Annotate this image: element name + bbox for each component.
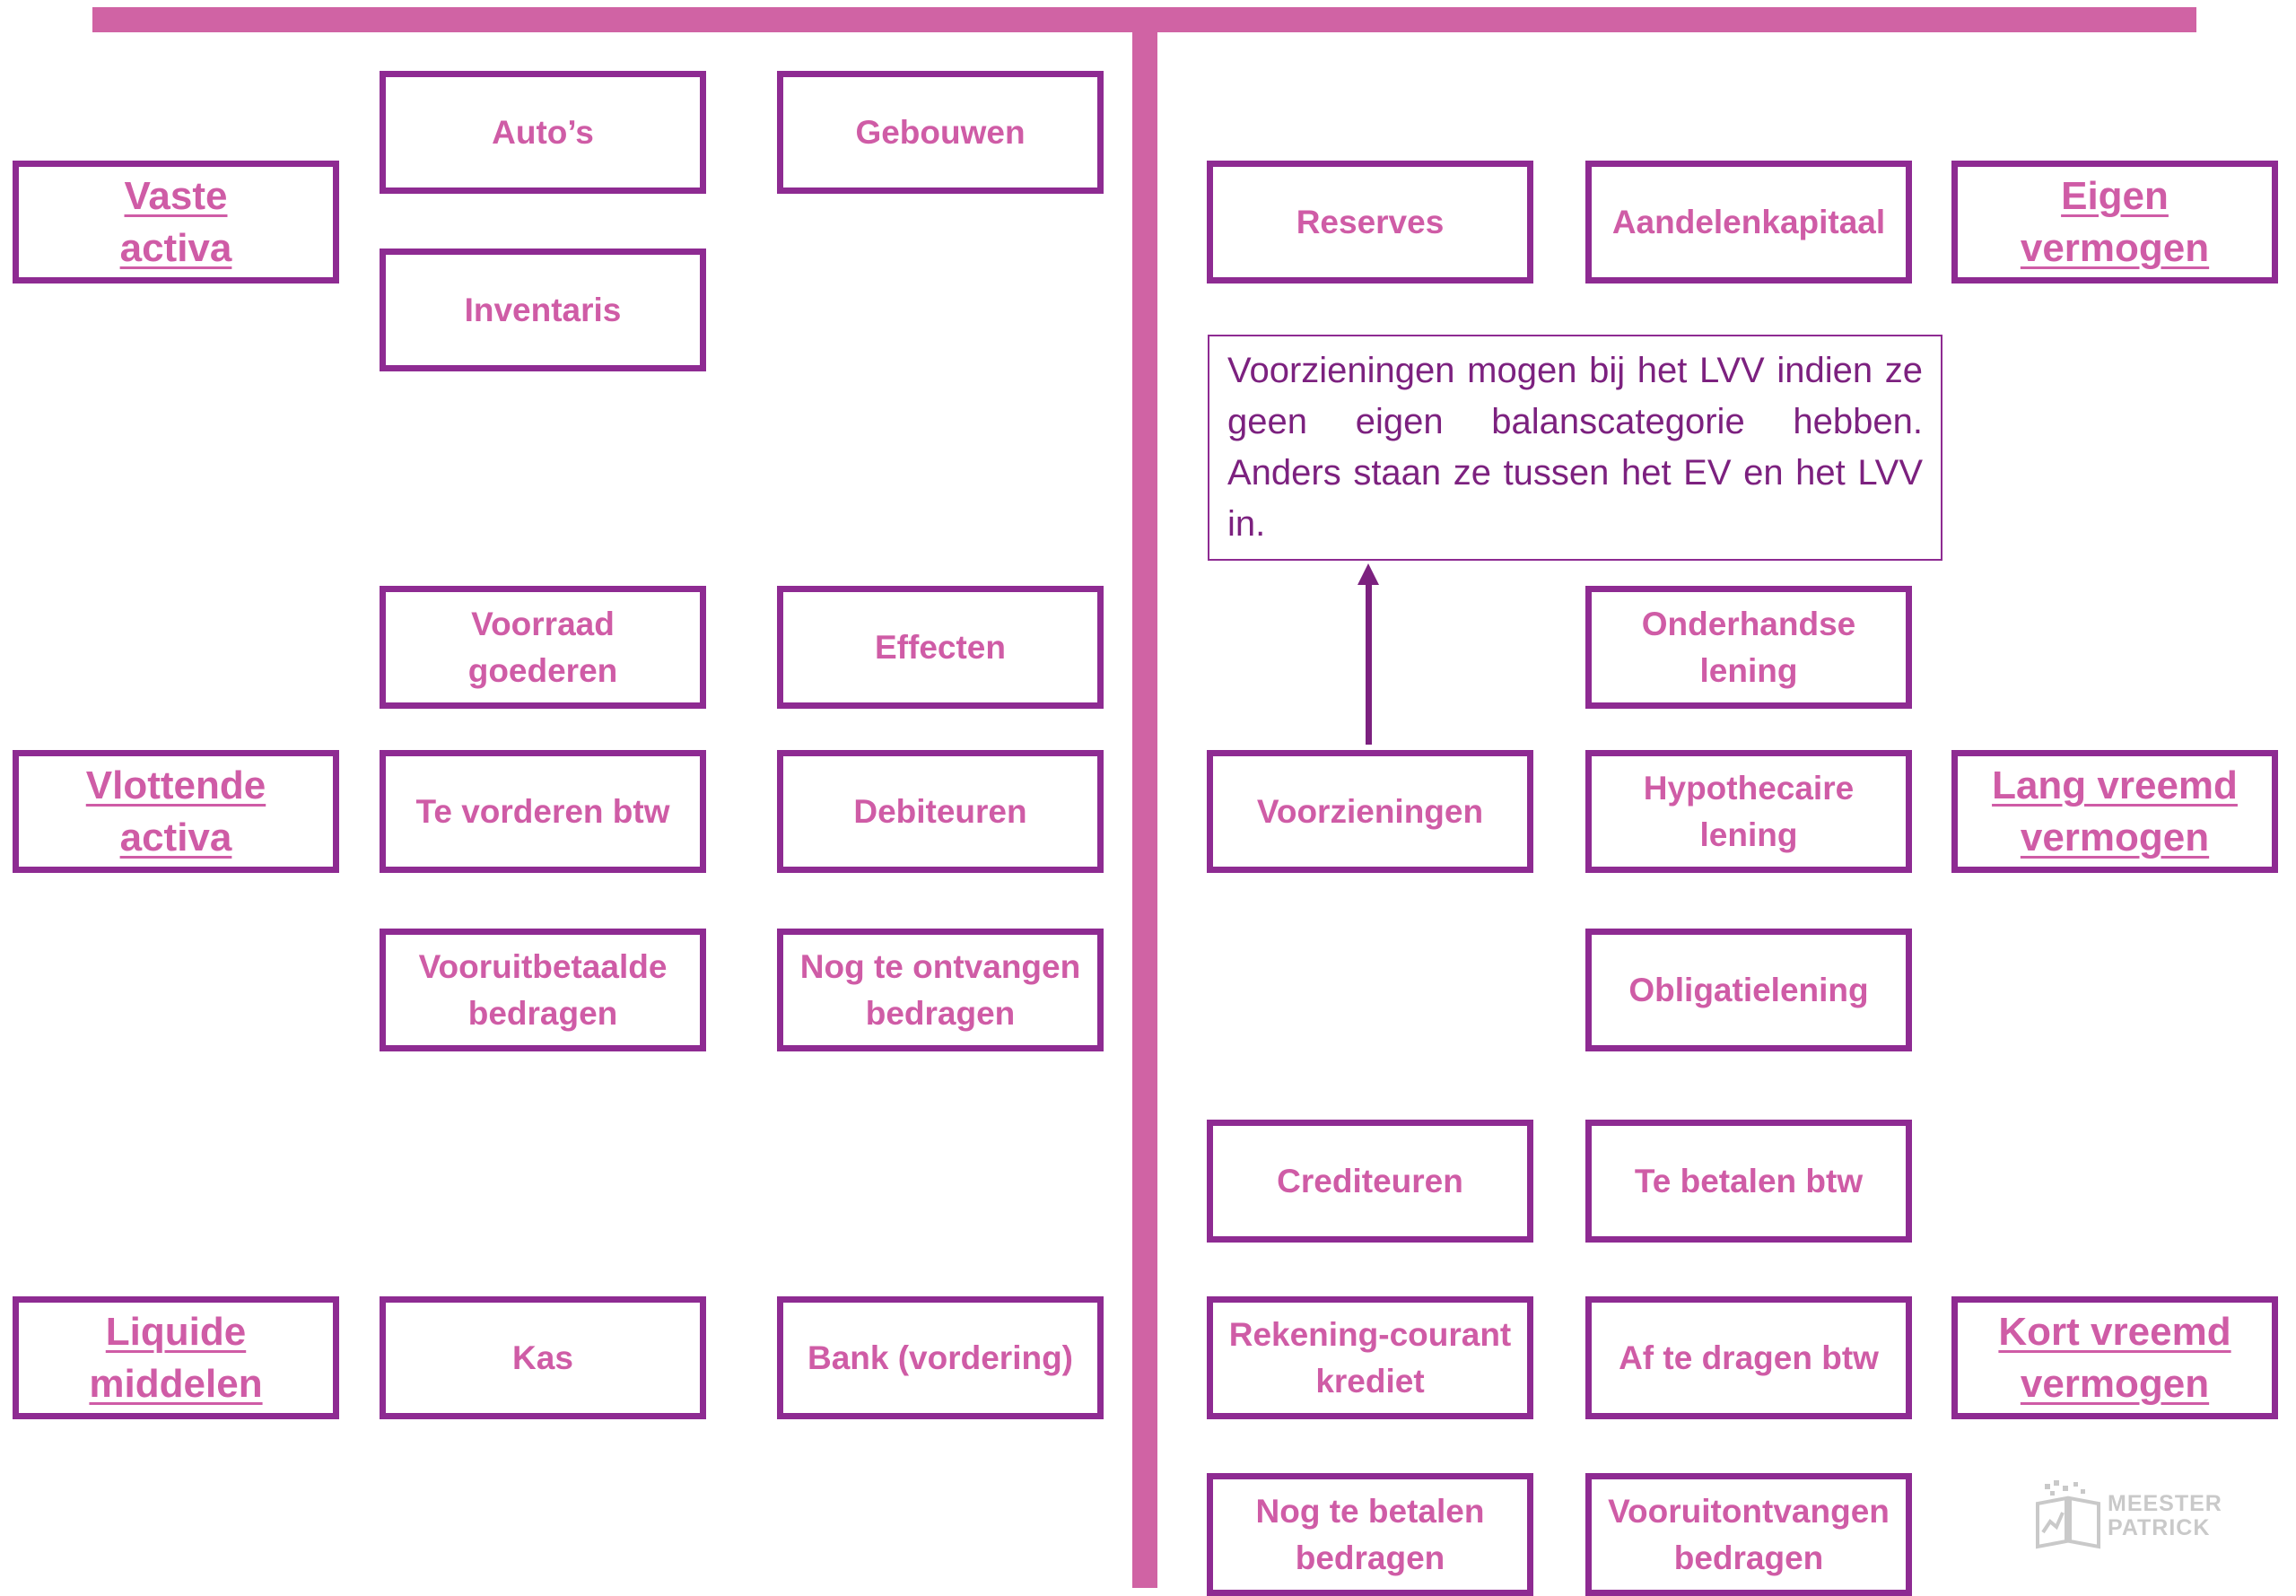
category-label: Kort vreemd vermogen — [1998, 1309, 2231, 1406]
item-onderhandse-lening: Onderhandse lening — [1585, 586, 1912, 709]
item-af-te-dragen-btw: Af te dragen btw — [1585, 1296, 1912, 1419]
item-aandelenkapitaal: Aandelenkapitaal — [1585, 161, 1912, 283]
item-debiteuren: Debiteuren — [777, 750, 1104, 873]
item-nog-te-betalen-bedragen: Nog te betalen bedragen — [1207, 1473, 1533, 1596]
category-label: Vaste activa — [119, 173, 232, 270]
item-reserves: Reserves — [1207, 161, 1533, 283]
item-bank-vordering: Bank (vordering) — [777, 1296, 1104, 1419]
category-label: Vlottende activa — [85, 763, 266, 859]
category-liquide-middelen[interactable]: Liquide middelen — [13, 1296, 339, 1419]
category-eigen-vermogen[interactable]: Eigen vermogen — [1951, 161, 2278, 283]
item-te-betalen-btw: Te betalen btw — [1585, 1120, 1912, 1243]
category-kort-vreemd-vermogen[interactable]: Kort vreemd vermogen — [1951, 1296, 2278, 1419]
arrow-connector — [1366, 583, 1372, 745]
item-vooruitbetaalde-bedragen: Vooruitbetaalde bedragen — [380, 929, 706, 1051]
item-hypothecaire-lening: Hypothecaire lening — [1585, 750, 1912, 873]
item-effecten: Effecten — [777, 586, 1104, 709]
item-vooruitontvangen-bedragen: Vooruitontvangen bedragen — [1585, 1473, 1912, 1596]
category-lang-vreemd-vermogen[interactable]: Lang vreemd vermogen — [1951, 750, 2278, 873]
category-vaste-activa[interactable]: Vaste activa — [13, 161, 339, 283]
item-crediteuren: Crediteuren — [1207, 1120, 1533, 1243]
category-label: Eigen vermogen — [2020, 173, 2210, 270]
item-obligatielening: Obligatielening — [1585, 929, 1912, 1051]
arrow-up-icon — [1358, 563, 1379, 585]
item-rekening-courant-krediet: Rekening-courant krediet — [1207, 1296, 1533, 1419]
category-vlottende-activa[interactable]: Vlottende activa — [13, 750, 339, 873]
voorzieningen-note: Voorzieningen mogen bij het LVV indien z… — [1208, 335, 1942, 561]
logo-line-1: MEESTER — [2108, 1491, 2222, 1516]
item-nog-te-ontvangen-bedragen: Nog te ontvangen bedragen — [777, 929, 1104, 1051]
item-voorraad-goederen: Voorraad goederen — [380, 586, 706, 709]
t-account-center-bar — [1132, 7, 1157, 1588]
item-te-vorderen-btw: Te vorderen btw — [380, 750, 706, 873]
category-label: Lang vreemd vermogen — [1992, 763, 2238, 859]
book-chart-icon — [2036, 1480, 2100, 1549]
category-label: Liquide middelen — [89, 1309, 263, 1406]
item-voorzieningen: Voorzieningen — [1207, 750, 1533, 873]
logo-line-2: PATRICK — [2108, 1515, 2211, 1540]
item-autos: Auto’s — [380, 71, 706, 194]
item-inventaris: Inventaris — [380, 249, 706, 371]
meester-patrick-logo: MEESTER PATRICK — [2032, 1478, 2230, 1554]
item-gebouwen: Gebouwen — [777, 71, 1104, 194]
item-kas: Kas — [380, 1296, 706, 1419]
